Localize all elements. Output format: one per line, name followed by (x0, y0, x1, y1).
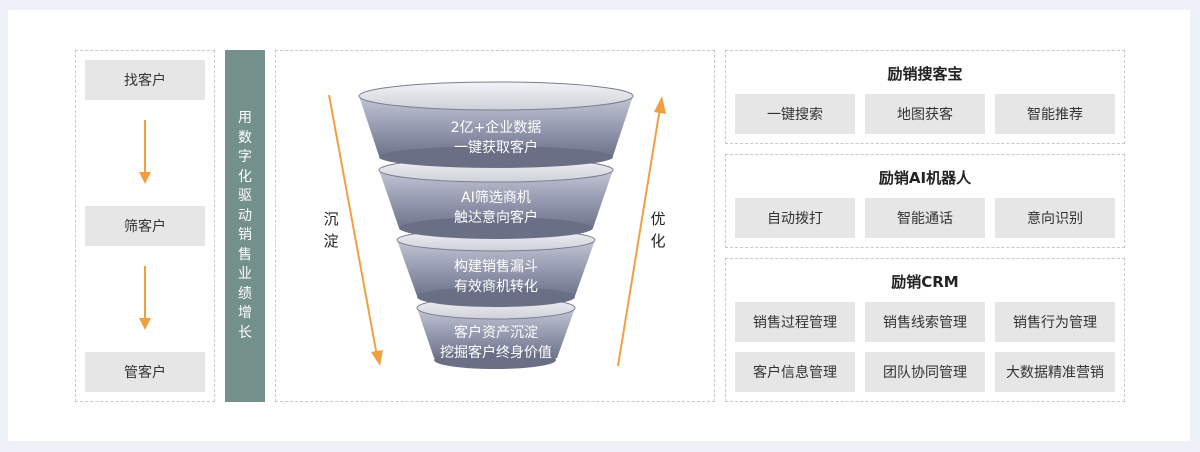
crm-item-6: 大数据精准营销 (995, 352, 1115, 392)
panel-search: 励销搜客宝 (725, 50, 1125, 144)
settle-label-char-1: 沉 (323, 210, 339, 228)
optimize-label-char-2: 化 (650, 232, 666, 250)
optimize-label: 优 化 (648, 208, 668, 252)
crm-item-2: 销售线索管理 (865, 302, 985, 342)
panel-crm: 励销CRM (725, 258, 1125, 402)
settle-label: 沉 淀 (321, 208, 341, 252)
panel-ai-robot: 励销AI机器人 (725, 154, 1125, 248)
robot-item-3: 意向识别 (995, 198, 1115, 238)
left-steps-panel (75, 50, 215, 402)
funnel-layer-4 (416, 296, 576, 369)
funnel-layer-4-text: 客户资产沉淀 挖掘客户终身价值 (396, 323, 596, 363)
banner-char-12: 长 (238, 324, 252, 341)
funnel-graphic (328, 81, 666, 369)
banner-char-1: 用 (238, 110, 252, 126)
funnel-layer-1 (358, 81, 634, 168)
funnel-layer-2-line1: AI筛选商机 (461, 190, 531, 206)
banner-char-9: 业 (238, 266, 252, 282)
banner-char-7: 销 (238, 227, 252, 243)
down-arrow-1 (139, 120, 151, 184)
banner-char-8: 售 (238, 246, 252, 263)
funnel-layer-1-text: 2亿+企业数据 一键获取客户 (396, 118, 596, 158)
diagram-canvas (8, 10, 1190, 441)
funnel-layer-1-line2: 一键获取客户 (454, 140, 538, 156)
funnel-layer-1-line1: 2亿+企业数据 (450, 120, 542, 136)
banner-char-4: 化 (238, 168, 252, 185)
funnel-layer-4-line1: 客户资产沉淀 (454, 325, 538, 341)
funnel-layer-2-line2: 触达意向客户 (454, 210, 538, 226)
funnel-layer-3-line2: 有效商机转化 (454, 279, 538, 295)
robot-item-2: 智能通话 (865, 198, 985, 238)
crm-item-3: 销售行为管理 (995, 302, 1115, 342)
banner-char-10: 绩 (238, 285, 252, 302)
step-manage-customers: 管客户 (85, 352, 205, 392)
vertical-banner: 用数字化驱动销售业绩增长 (225, 50, 265, 402)
banner-char-6: 动 (238, 207, 252, 224)
funnel-panel (275, 50, 715, 402)
settle-arrow (328, 94, 383, 366)
step-find-customers: 找客户 (85, 60, 205, 100)
funnel-layer-3-text: 构建销售漏斗 有效商机转化 (396, 257, 596, 297)
search-item-1: 一键搜索 (735, 94, 855, 134)
robot-item-1: 自动拨打 (735, 198, 855, 238)
panel-search-title: 励销搜客宝 (887, 65, 963, 83)
optimize-arrow (617, 96, 666, 367)
panel-ai-robot-title: 励销AI机器人 (878, 169, 972, 187)
crm-item-4: 客户信息管理 (735, 352, 855, 392)
funnel-layer-2-text: AI筛选商机 触达意向客户 (396, 188, 596, 228)
crm-item-5: 团队协同管理 (865, 352, 985, 392)
funnel-layer-4-line2: 挖掘客户终身价值 (440, 345, 552, 361)
panel-crm-title: 励销CRM (891, 273, 959, 291)
search-item-3: 智能推荐 (995, 94, 1115, 134)
crm-item-1: 销售过程管理 (735, 302, 855, 342)
down-arrow-2 (139, 266, 151, 330)
settle-label-char-2: 淀 (323, 232, 339, 250)
banner-char-3: 字 (238, 149, 252, 165)
optimize-label-char-1: 优 (650, 210, 666, 228)
banner-char-5: 驱 (238, 188, 252, 204)
funnel-layer-3-line1: 构建销售漏斗 (454, 259, 538, 275)
step-filter-customers: 筛客户 (85, 206, 205, 246)
banner-char-11: 增 (238, 305, 252, 321)
search-item-2: 地图获客 (865, 94, 985, 134)
banner-char-2: 数 (238, 129, 252, 146)
